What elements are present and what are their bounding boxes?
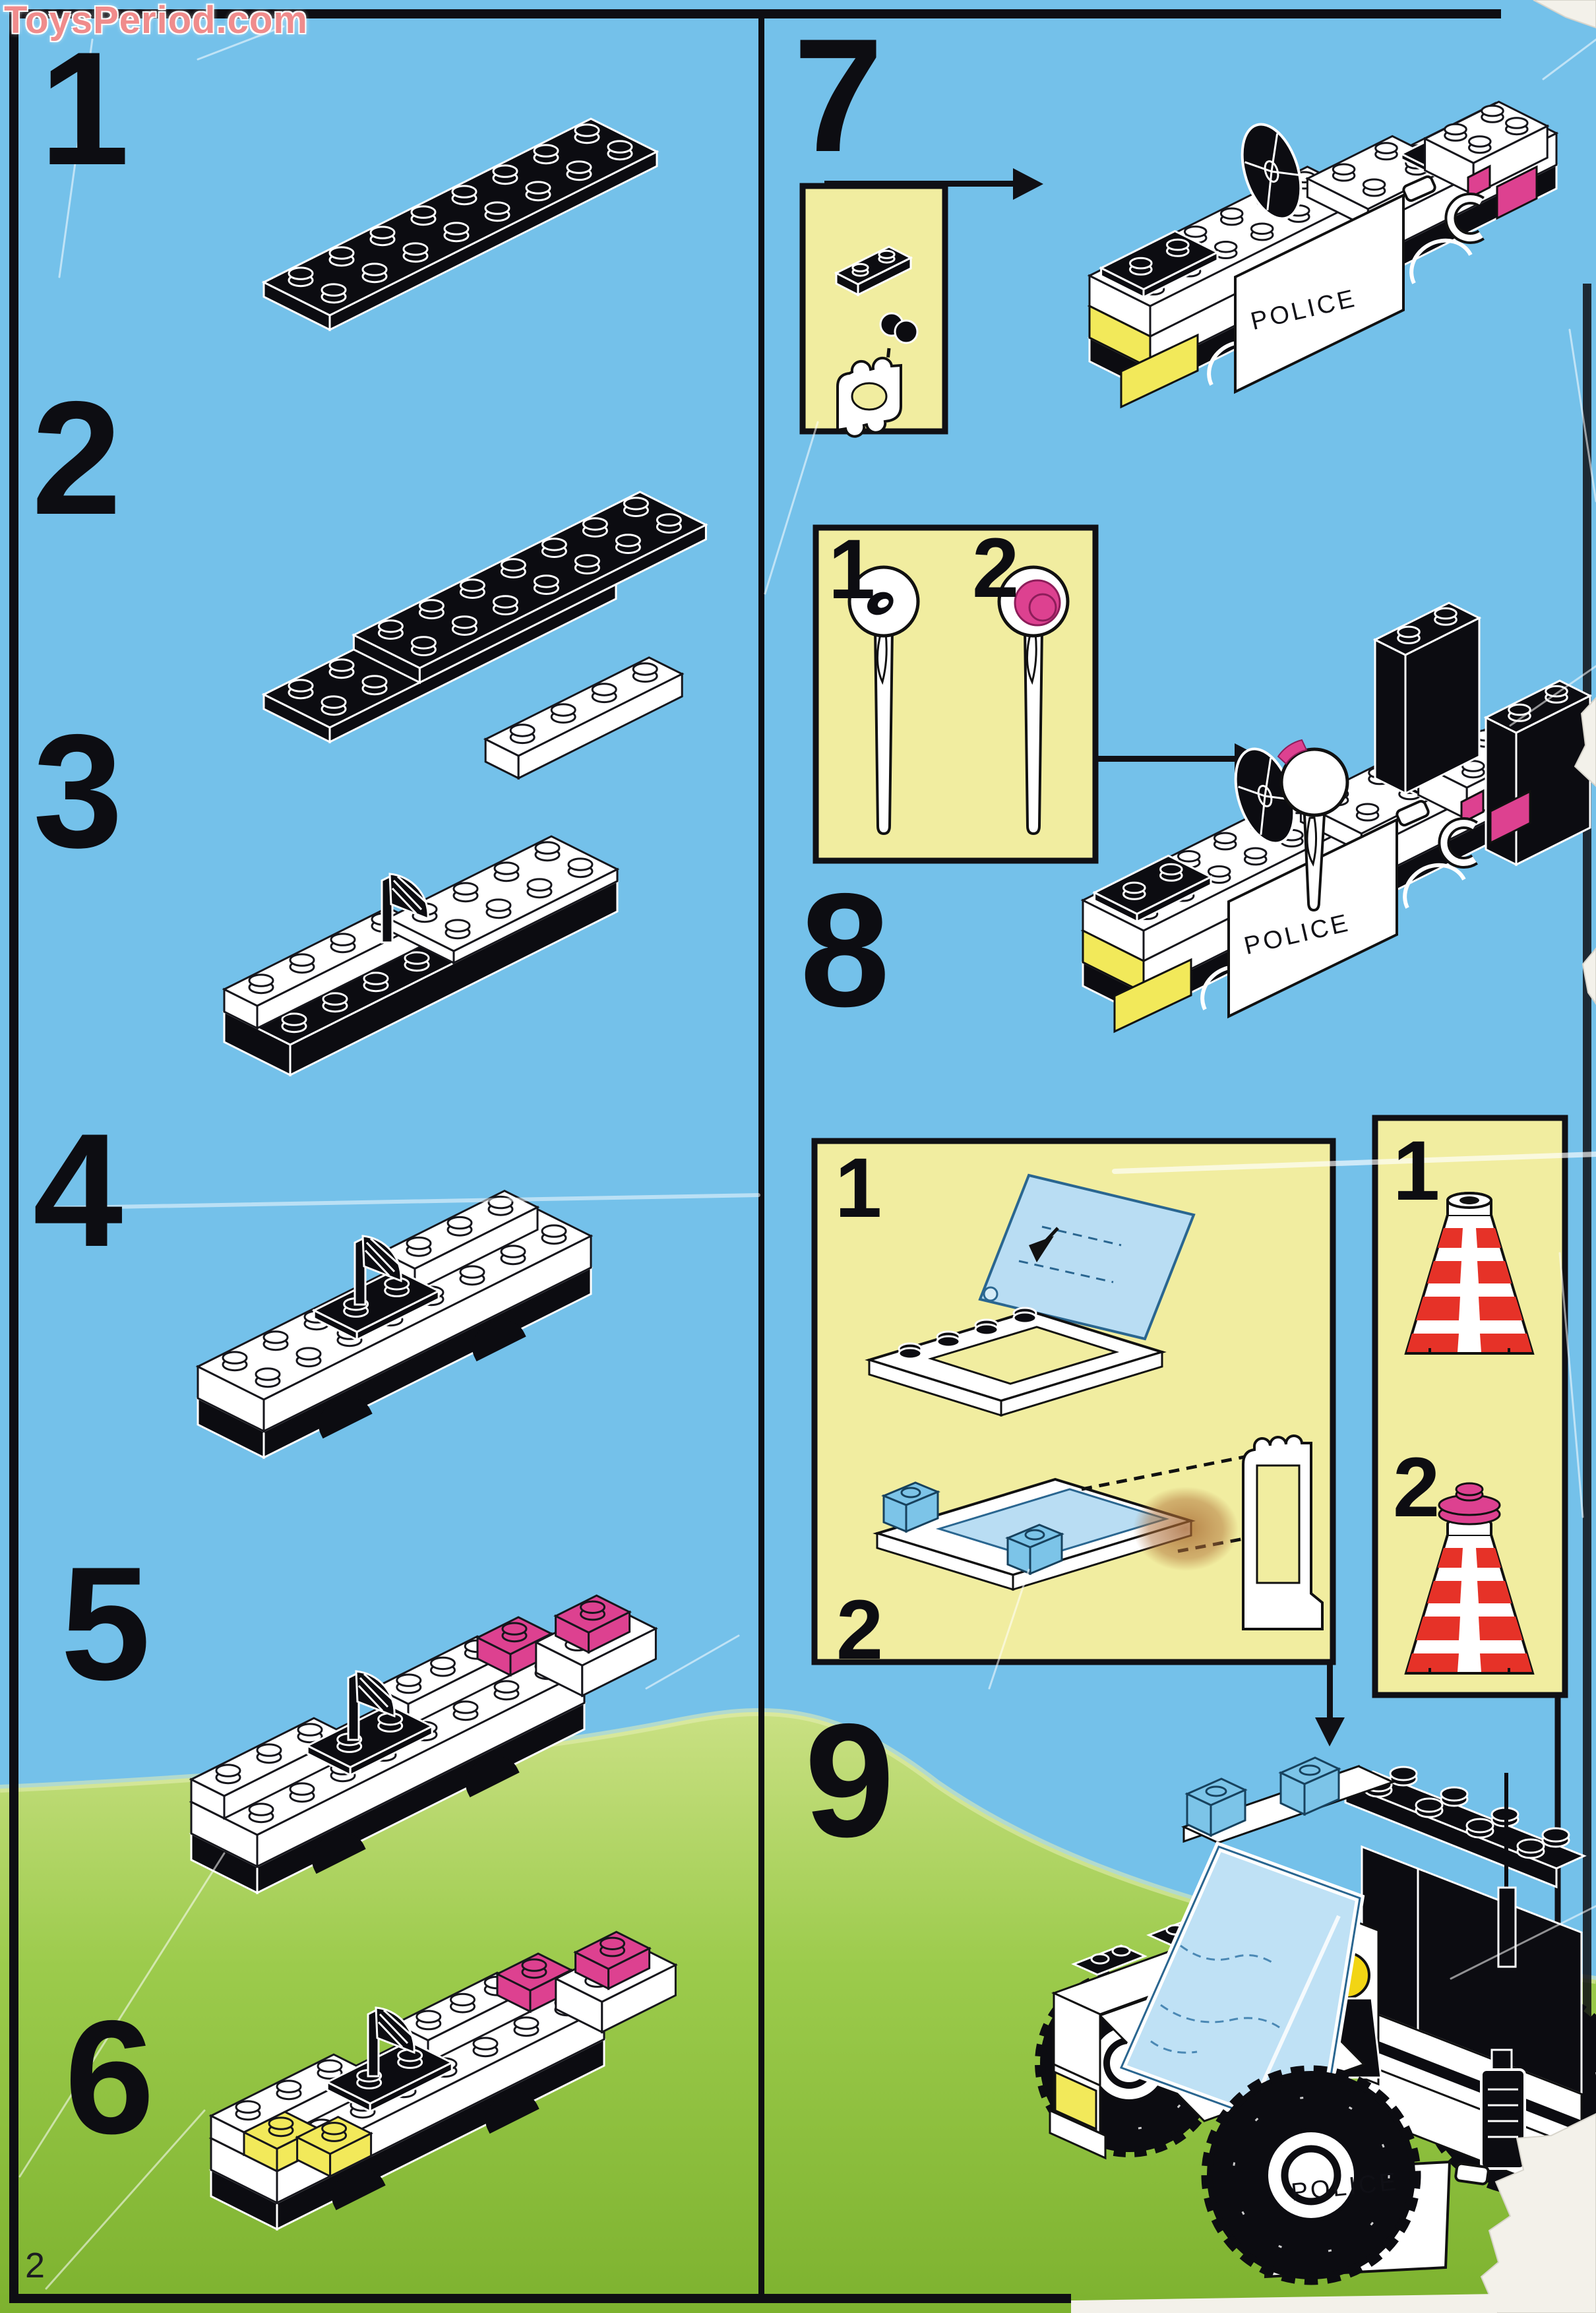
tyre-icon <box>1201 2065 1421 2285</box>
steering-wheel-icon <box>381 873 429 944</box>
callout-attachment-parts <box>836 312 919 438</box>
brick-figure-step7-callout-plate <box>834 245 913 297</box>
taillight-pink-brick <box>1460 789 1485 825</box>
engine-fan-icon <box>1234 747 1296 845</box>
signal-paddle-icon <box>1277 739 1349 912</box>
police-door-panel <box>1234 193 1405 394</box>
steering-wheel-icon <box>367 2006 415 2078</box>
headlight-yellow-brick <box>1113 958 1192 1033</box>
door-handle-icon <box>1454 2162 1490 2186</box>
callout-light-pink <box>997 565 1070 836</box>
trans-blue-brick <box>1184 1756 1341 1837</box>
callout-glass-step1 <box>865 1173 1196 1417</box>
headlight-yellow-brick <box>1054 2070 1097 2131</box>
brick-figure-step1 <box>261 117 660 332</box>
brick-figure-step3 <box>222 656 685 1077</box>
mini-arrow-icon <box>1029 1236 1054 1262</box>
callout-cone-plain <box>1404 1192 1535 1355</box>
step8-car-details <box>1082 739 1531 1033</box>
step7-car-details <box>1088 123 1538 409</box>
taillight-pink-brick <box>1467 164 1491 200</box>
callout-glass-step2 <box>873 1434 1324 1630</box>
scan-scratches <box>18 25 1596 2290</box>
callout-cone-pink-cap <box>1404 1482 1535 1675</box>
arrow-step9-roof-icon <box>1315 1662 1345 1746</box>
door-handle-icon <box>1402 175 1436 202</box>
wheel-arch-icon <box>312 1320 539 2211</box>
steering-wheel-icon <box>353 1235 402 1306</box>
brick-figure-step2 <box>261 491 708 744</box>
headlight-yellow-brick <box>1120 333 1199 409</box>
paper-stain <box>1133 1487 1239 1571</box>
taillight-pink-brick <box>1496 165 1538 220</box>
taillight-pink-brick <box>1489 789 1531 845</box>
engine-fan-icon <box>1241 123 1303 220</box>
door-handle-icon <box>1396 799 1430 827</box>
callout-light-plain <box>847 565 920 836</box>
roof-studs <box>1364 1766 1570 1859</box>
step9-truck <box>1035 1756 1596 2285</box>
pink-round-plate <box>1438 1482 1501 1526</box>
column-divider <box>758 9 764 2303</box>
brick-figure-step8-tall-brick-a <box>1372 601 1482 795</box>
brick-figure-step6 <box>208 1930 678 2231</box>
steering-wheel-icon <box>347 1670 396 1741</box>
radio-icon <box>1480 2049 1526 2170</box>
arrow-step7-icon <box>824 168 1043 200</box>
door-frame-piece <box>1242 1434 1324 1630</box>
bracket-piece-icon <box>836 356 902 438</box>
police-door-panel <box>1227 817 1398 1019</box>
trans-blue-brick <box>881 1481 1064 1576</box>
torn-paper-edges <box>1071 0 1596 2313</box>
